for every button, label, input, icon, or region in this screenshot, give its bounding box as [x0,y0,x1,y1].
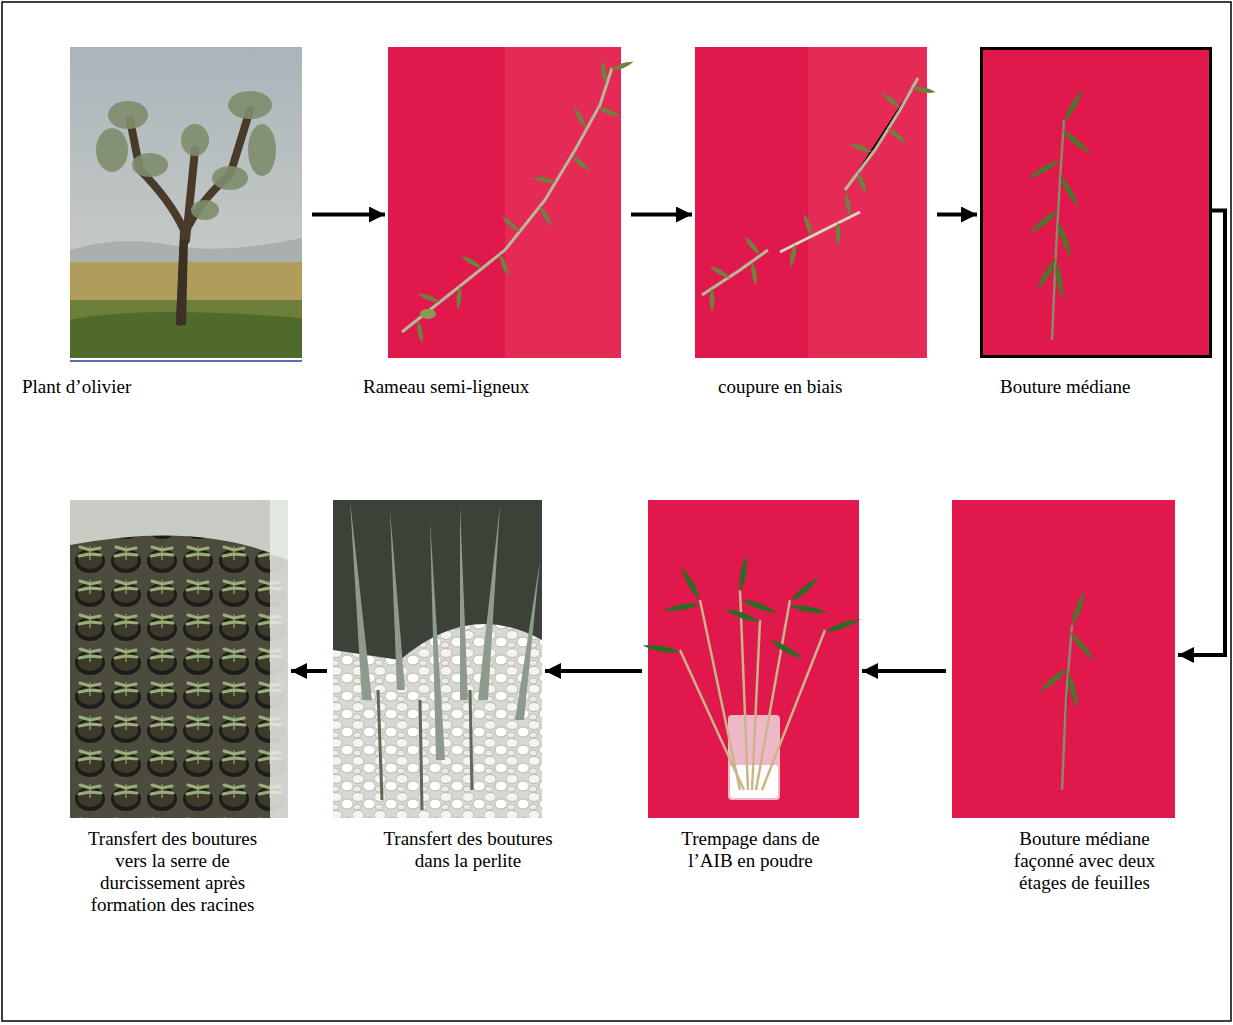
flow-arrow [312,213,385,217]
step-caption: Bouture médiane façonné avec deux étages… [997,828,1172,894]
step-caption: Trempage dans de l’AIB en poudre [668,828,833,872]
step-caption: Plant d’olivier [22,376,222,398]
photo-panel: Trempage dans de l’AIB en poudre [648,500,859,818]
flow-arrow [862,669,946,673]
flow-arrow [1178,211,1225,656]
photo-panel: Plant d’olivier [70,47,302,358]
photo-panel: coupure en biais [695,47,927,358]
photo-panel: Bouture médiane façonné avec deux étages… [952,500,1175,818]
photo-panel: Transfert des boutures vers la serre de … [70,500,288,818]
photo-panel: Bouture médiane [980,47,1212,358]
flow-arrow [937,213,977,217]
step-caption: Bouture médiane [1000,376,1190,398]
photo-panel: Transfert des boutures dans la perlite [333,500,542,818]
flow-arrow [545,669,642,673]
step-caption: coupure en biais [718,376,898,398]
step-caption: Transfert des boutures dans la perlite [368,828,568,872]
flow-arrow [631,213,692,217]
step-caption: Rameau semi-ligneux [363,376,583,398]
step-caption: Transfert des boutures vers la serre de … [85,828,260,916]
photo-panel: Rameau semi-ligneux [388,47,621,358]
flow-arrow [291,669,327,673]
